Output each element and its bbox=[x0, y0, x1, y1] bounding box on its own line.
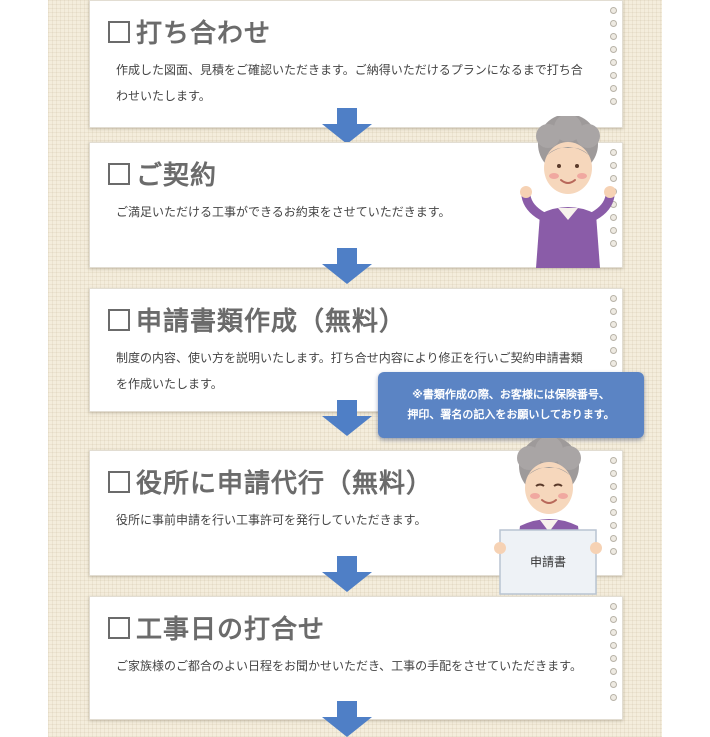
step-description: ご満足いただける工事ができるお約束をさせていただきます。 bbox=[116, 205, 451, 219]
binder-ring-icon bbox=[609, 629, 617, 636]
sign-label: 申請書 bbox=[530, 555, 566, 569]
binder-ring-icon bbox=[609, 668, 617, 675]
grandmother-cheering-illustration bbox=[520, 116, 616, 268]
binder-ring-icon bbox=[609, 227, 617, 234]
step-title: 工事日の打合せ bbox=[108, 609, 325, 646]
step-description: 制度の内容、使い方を説明いたします。打ち合せ内容により修正を行いご契約申請書類を… bbox=[116, 351, 583, 391]
down-arrow-icon bbox=[322, 108, 372, 144]
step-description: 役所に事前申請を行い工事許可を発行していただきます。 bbox=[116, 513, 427, 527]
binder-ring-icon bbox=[609, 85, 617, 92]
binder-ring-icon bbox=[609, 33, 617, 40]
note-line: 押印、署名の記入をお願いしております。 bbox=[407, 408, 615, 421]
checkbox-icon bbox=[108, 616, 130, 639]
binder-rings bbox=[607, 603, 619, 701]
checkbox-icon bbox=[108, 470, 130, 493]
grandmother-sign-illustration: 申請書 bbox=[494, 438, 602, 595]
binder-ring-icon bbox=[609, 655, 617, 662]
binder-ring-icon bbox=[609, 603, 617, 610]
down-arrow-icon bbox=[322, 248, 372, 284]
step-title: 役所に申請代行（無料） bbox=[108, 463, 433, 500]
binder-ring-icon bbox=[609, 240, 617, 247]
binder-ring-icon bbox=[609, 642, 617, 649]
step-description: ご家族様のご都合のよい日程をお聞かせいただき、工事の手配をさせていただきます。 bbox=[116, 659, 582, 673]
binder-ring-icon bbox=[609, 509, 617, 516]
binder-ring-icon bbox=[609, 72, 617, 79]
down-arrow-icon bbox=[322, 701, 372, 737]
down-arrow-icon bbox=[322, 556, 372, 592]
binder-ring-icon bbox=[609, 149, 617, 156]
binder-ring-icon bbox=[609, 46, 617, 53]
binder-ring-icon bbox=[609, 321, 617, 328]
binder-ring-icon bbox=[609, 681, 617, 688]
binder-ring-icon bbox=[609, 522, 617, 529]
binder-ring-icon bbox=[609, 308, 617, 315]
down-arrow-icon bbox=[322, 400, 372, 436]
binder-ring-icon bbox=[609, 98, 617, 105]
binder-ring-icon bbox=[609, 457, 617, 464]
binder-ring-icon bbox=[609, 360, 617, 367]
binder-ring-icon bbox=[609, 214, 617, 221]
binder-ring-icon bbox=[609, 535, 617, 542]
binder-rings bbox=[607, 457, 619, 555]
binder-ring-icon bbox=[609, 59, 617, 66]
step-card-consultation: 打ち合わせ 作成した図面、見積をご確認いただきます。ご納得いただけるプランになる… bbox=[89, 0, 623, 128]
binder-ring-icon bbox=[609, 616, 617, 623]
checkbox-icon bbox=[108, 20, 130, 43]
note-callout: ※書類作成の際、お客様には保険番号、 押印、署名の記入をお願いしております。 bbox=[378, 372, 644, 438]
step-title: ご契約 bbox=[108, 155, 217, 192]
note-line: ※書類作成の際、お客様には保険番号、 bbox=[412, 388, 610, 401]
step-title: 打ち合わせ bbox=[108, 13, 271, 50]
binder-ring-icon bbox=[609, 470, 617, 477]
binder-ring-icon bbox=[609, 7, 617, 14]
binder-ring-icon bbox=[609, 548, 617, 555]
binder-ring-icon bbox=[609, 334, 617, 341]
binder-ring-icon bbox=[609, 295, 617, 302]
step-description: 作成した図面、見積をご確認いただきます。ご納得いただけるプランになるまで打ち合わ… bbox=[116, 63, 583, 103]
binder-ring-icon bbox=[609, 162, 617, 169]
step-card-schedule: 工事日の打合せ ご家族様のご都合のよい日程をお聞かせいただき、工事の手配をさせて… bbox=[89, 596, 623, 720]
binder-ring-icon bbox=[609, 20, 617, 27]
binder-ring-icon bbox=[609, 483, 617, 490]
checkbox-icon bbox=[108, 308, 130, 331]
checkbox-icon bbox=[108, 162, 130, 185]
binder-ring-icon bbox=[609, 496, 617, 503]
binder-ring-icon bbox=[609, 694, 617, 701]
step-title: 申請書類作成（無料） bbox=[108, 301, 406, 338]
binder-rings bbox=[607, 7, 619, 105]
binder-ring-icon bbox=[609, 175, 617, 182]
binder-ring-icon bbox=[609, 347, 617, 354]
